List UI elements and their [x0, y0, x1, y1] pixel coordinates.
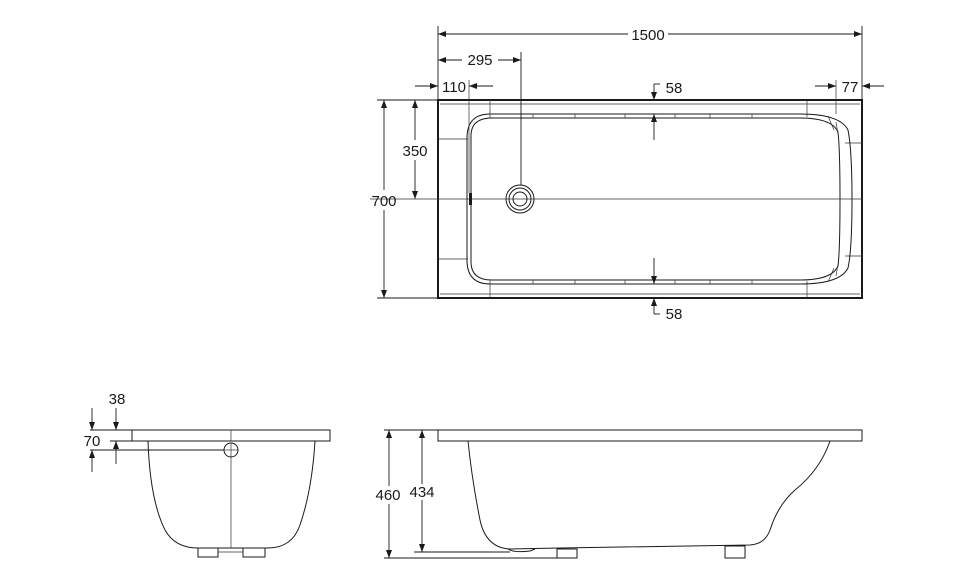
dim-drain-offset-side: 350	[402, 143, 427, 160]
basin-outline	[466, 113, 853, 285]
dim-total-height: 460	[375, 487, 400, 504]
side-rim	[437, 429, 863, 442]
dim-top-rim: 58	[666, 80, 683, 97]
side-body	[467, 440, 831, 550]
dim-rim-thickness: 38	[109, 391, 126, 408]
drain-icon	[505, 184, 535, 214]
dim-left-rim: 110	[442, 79, 466, 96]
side-elevation: 460 434	[375, 429, 863, 559]
dim-bottom-rim: 58	[666, 306, 683, 323]
dim-right-rim: 77	[842, 79, 859, 96]
plan-view: 1500 295 110 77 58 58 700	[370, 26, 884, 323]
end-body	[147, 440, 316, 549]
dim-overall-length: 1500	[631, 27, 664, 44]
dim-body-height: 434	[409, 484, 434, 501]
dim-overflow-height: 70	[84, 433, 101, 450]
end-elevation: 38 70	[84, 391, 331, 558]
dim-overall-width: 700	[371, 193, 396, 210]
dim-drain-offset-end: 295	[467, 52, 492, 69]
